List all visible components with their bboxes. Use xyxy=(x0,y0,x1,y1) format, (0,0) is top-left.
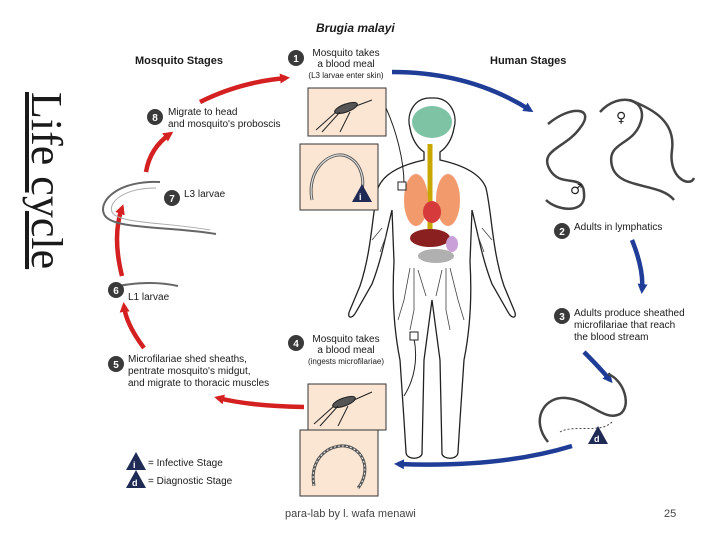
arrow-1-to-adults xyxy=(391,69,534,113)
mosquito-cycle-arrows xyxy=(114,73,305,410)
step-1-sublabel: (L3 larvae enter skin) xyxy=(308,71,383,80)
step-3-label-line: Adults produce sheathed xyxy=(574,308,685,319)
svg-text:d: d xyxy=(594,434,600,444)
legend-infective-badge-letter: i xyxy=(133,460,136,470)
step-4-label-line: Mosquito takes xyxy=(312,334,379,345)
arrow-mf-to-4 xyxy=(394,443,573,470)
step-5-badge xyxy=(108,356,124,372)
legend-diagnostic-badge-letter: d xyxy=(132,478,138,488)
step-1-number: 1 xyxy=(293,54,299,65)
step-2-label-line: Adults in lymphatics xyxy=(574,222,662,233)
brain-icon xyxy=(412,106,452,138)
step-7-badge xyxy=(164,190,180,206)
step-2-number: 2 xyxy=(559,227,565,238)
legend-infective-text: = Infective Stage xyxy=(148,458,223,469)
heart-icon xyxy=(423,201,441,223)
intestine-icon xyxy=(418,249,454,263)
step-6-badge xyxy=(108,282,124,298)
step-2-badge xyxy=(554,223,570,239)
step-7-number: 7 xyxy=(169,194,175,205)
arrow-4-to-5 xyxy=(214,394,305,410)
step-6-number: 6 xyxy=(113,286,119,297)
step-3-label-line: the blood stream xyxy=(574,332,649,343)
step-8-badge xyxy=(147,109,163,125)
internal-organs xyxy=(404,106,460,263)
step-1-label-line: a blood meal xyxy=(317,59,374,70)
callout-lines xyxy=(385,107,419,397)
mosquito-panel-bottom xyxy=(307,383,387,431)
arrow-3-to-mf xyxy=(582,350,613,384)
step-3-label-line: microfilariae that reach xyxy=(574,320,675,331)
footer-credit: para-lab by l. wafa menawi xyxy=(285,508,416,520)
step-5-label-line: and migrate to thoracic muscles xyxy=(128,378,269,389)
step-5-label-line: Microfilariae shed sheaths, xyxy=(128,354,247,365)
legend-infective-badge xyxy=(126,452,146,470)
microfilariae-panel-bottom xyxy=(299,429,379,497)
mosquito-stages-header: Mosquito Stages xyxy=(135,55,223,67)
step-3-badge xyxy=(554,308,570,324)
female-symbol: ♀ xyxy=(616,110,626,126)
legend-diagnostic-badge xyxy=(126,470,146,488)
mosquito-panel-top xyxy=(307,87,387,137)
diagnostic-stage-badge: d xyxy=(588,426,608,444)
left-lung-icon xyxy=(404,174,428,226)
infective-stage-badge: i xyxy=(352,184,372,202)
step-6: 6 L1 larvae xyxy=(108,282,170,303)
arrow-5-to-6 xyxy=(119,302,146,350)
step-4-badge xyxy=(288,335,304,351)
step-7-label-line: L3 larvae xyxy=(184,189,226,200)
step-8-label-line: and mosquito's proboscis xyxy=(168,119,281,130)
step-4-label-line: a blood meal xyxy=(317,345,374,356)
step-5: 5 Microfilariae shed sheaths,pentrate mos… xyxy=(108,354,269,389)
page-number: 25 xyxy=(664,508,677,520)
arrow-6-to-7 xyxy=(114,204,125,277)
step-5-number: 5 xyxy=(113,360,119,371)
step-5-label-line: pentrate mosquito's midgut, xyxy=(128,366,251,377)
arrow-7-to-8 xyxy=(143,131,174,173)
step-4-sublabel: (ingests microfilariae) xyxy=(308,357,384,366)
diagram-title: Brugia malayi xyxy=(316,21,395,35)
step-8-label-line: Migrate to head xyxy=(168,107,238,118)
l3-larvae-drawing xyxy=(102,180,217,235)
legend-diagnostic-text: = Diagnostic Stage xyxy=(148,476,233,487)
arrow-2-to-3 xyxy=(629,239,648,294)
microfilariae-drawing xyxy=(538,372,627,443)
human-cycle-arrows xyxy=(391,69,648,470)
step-7: 7 L3 larvae xyxy=(164,189,226,206)
legend: i = Infective Stage d = Diagnostic Stage xyxy=(126,452,233,488)
step-6-label-line: L1 larvae xyxy=(128,292,170,303)
adult-worms-drawing xyxy=(545,98,696,210)
lymphatic-vessels xyxy=(371,227,493,331)
right-lung-icon xyxy=(436,174,460,226)
step-2: 2 Adults in lymphatics xyxy=(554,222,662,239)
step-4-number: 4 xyxy=(293,339,299,350)
l1-larvae-drawing xyxy=(117,282,179,287)
step-8-number: 8 xyxy=(152,113,158,124)
svg-text:i: i xyxy=(359,192,362,202)
liver-icon xyxy=(410,229,450,247)
human-stages-header: Human Stages xyxy=(490,55,566,67)
step-1-badge xyxy=(288,50,304,66)
spleen-icon xyxy=(446,236,458,252)
male-symbol: ♂ xyxy=(570,182,583,198)
step-3-number: 3 xyxy=(559,312,565,323)
step-1-label-line: Mosquito takes xyxy=(312,48,379,59)
arrow-8-to-1 xyxy=(198,73,290,105)
